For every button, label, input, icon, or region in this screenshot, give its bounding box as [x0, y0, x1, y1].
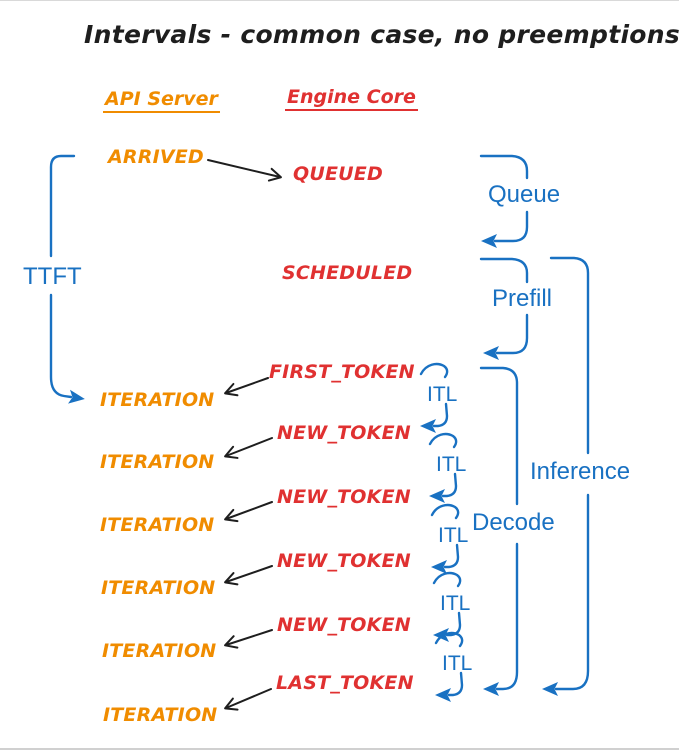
event-arrived: ARRIVED: [108, 146, 204, 168]
event-new-token-4: NEW_TOKEN: [277, 614, 411, 636]
interval-inference: Inference: [530, 458, 631, 485]
interval-itl-3: ITL: [438, 524, 469, 547]
decode-bracket-top: [479, 366, 519, 506]
interval-itl-1: ITL: [427, 383, 458, 406]
interval-prefill: Prefill: [492, 285, 553, 312]
arrow-arrived-to-queued: [207, 159, 282, 182]
event-new-token-2: NEW_TOKEN: [277, 486, 411, 508]
iteration-label-1: ITERATION: [100, 389, 215, 411]
event-queued: QUEUED: [293, 163, 383, 185]
column-header-engine-core: Engine Core: [285, 87, 418, 111]
event-scheduled: SCHEDULED: [282, 262, 413, 284]
page-title: Intervals - common case, no preemptions: [84, 20, 679, 49]
iteration-label-4: ITERATION: [101, 577, 216, 599]
interval-ttft: TTFT: [23, 263, 82, 290]
event-new-token-3: NEW_TOKEN: [277, 550, 411, 572]
iteration-label-6: ITERATION: [103, 704, 218, 726]
iteration-label-3: ITERATION: [100, 514, 215, 536]
event-first-token: FIRST_TOKEN: [269, 361, 415, 383]
inference-bracket-arrow: [542, 493, 590, 696]
queue-bracket-arrow: [481, 210, 529, 248]
arrow-new-token2-to-iteration: [224, 501, 273, 523]
interval-itl-5: ITL: [442, 652, 473, 675]
decode-bracket-arrow: [483, 542, 519, 696]
event-last-token: LAST_TOKEN: [276, 672, 414, 694]
ttft-bracket-arrow: [49, 293, 85, 404]
interval-itl-2: ITL: [436, 453, 467, 476]
interval-decode: Decode: [472, 509, 555, 536]
interval-queue: Queue: [488, 181, 561, 208]
iteration-label-2: ITERATION: [100, 451, 215, 473]
queue-bracket-top: [479, 154, 529, 180]
interval-itl-4: ITL: [440, 592, 471, 615]
arrow-last-token-to-iteration: [224, 688, 272, 711]
arrow-first-token-to-iteration: [224, 377, 269, 397]
arrow-new-token4-to-iteration: [224, 629, 273, 649]
iteration-label-5: ITERATION: [102, 640, 217, 662]
prefill-bracket-top: [479, 257, 529, 284]
ttft-bracket-top: [49, 154, 76, 258]
arrow-new-token3-to-iteration: [224, 565, 273, 586]
inference-bracket-top: [549, 256, 590, 455]
arrow-new-token1-to-iteration: [224, 437, 273, 459]
event-new-token-1: NEW_TOKEN: [277, 422, 411, 444]
column-header-api-server: API Server: [103, 89, 220, 113]
prefill-bracket-arrow: [483, 313, 529, 360]
